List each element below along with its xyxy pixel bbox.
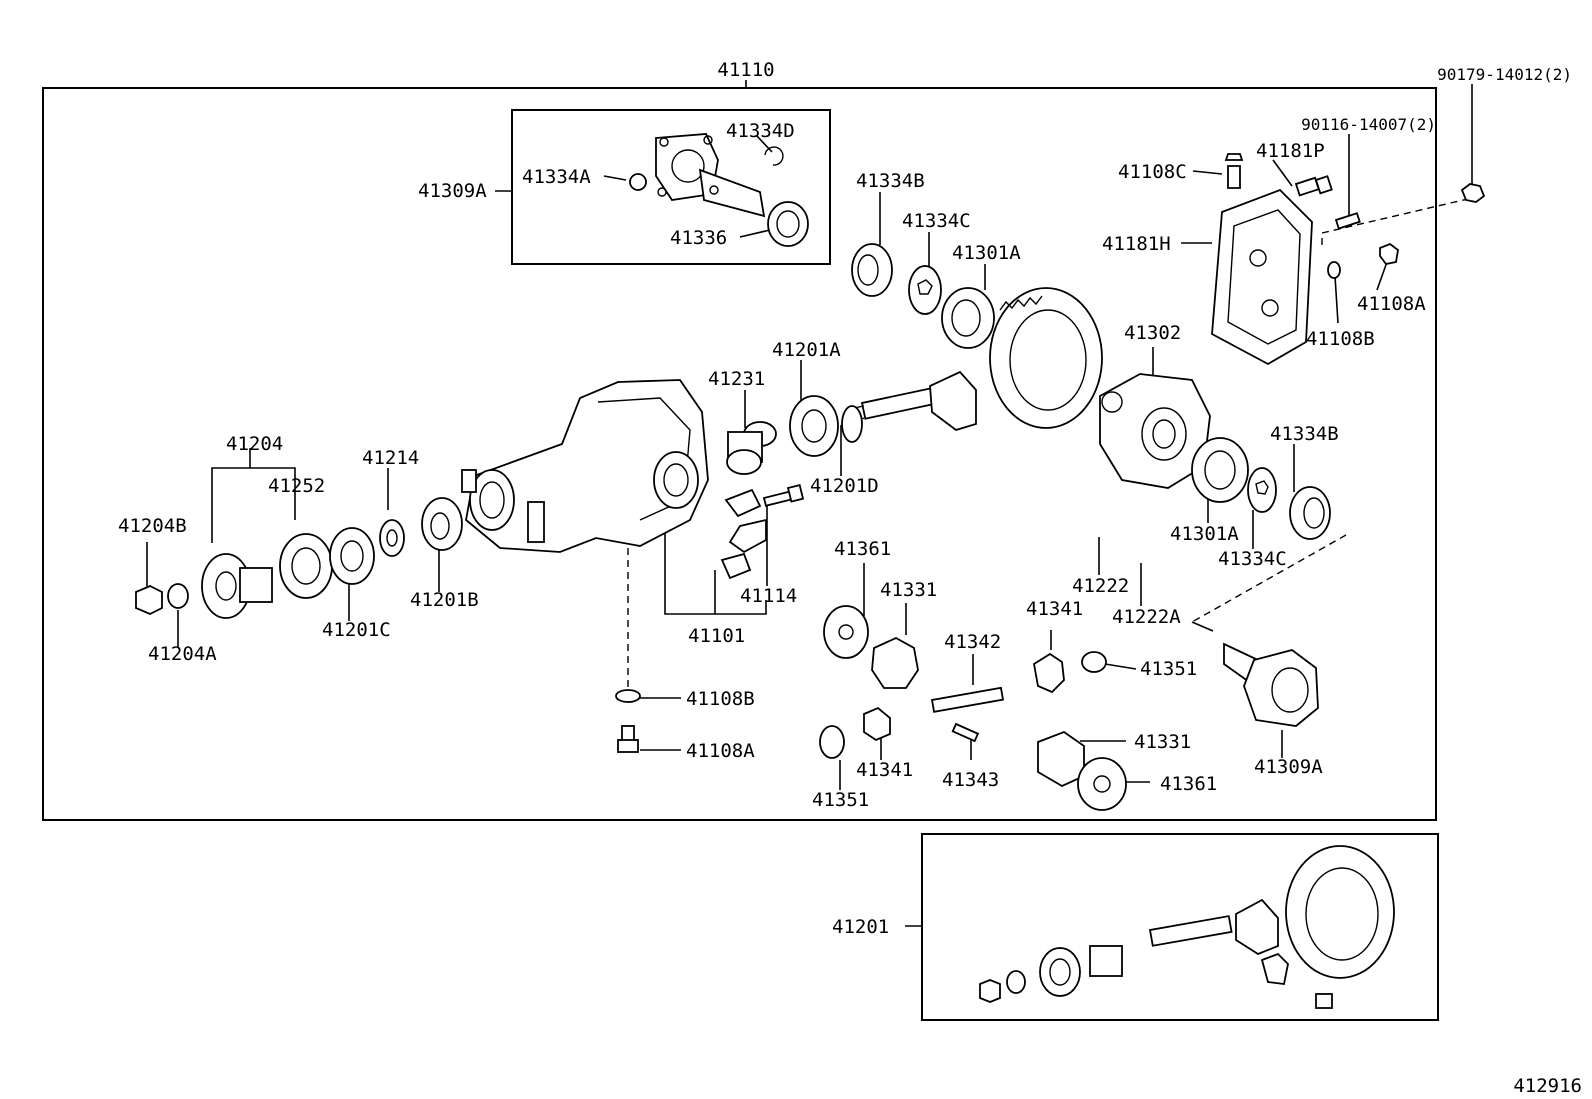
label-41201B: 41201B — [410, 589, 479, 611]
label-41204: 41204 — [226, 433, 283, 455]
label-41110: 41110 — [717, 59, 774, 81]
part-drain-plugs-bottom — [615, 689, 641, 753]
part-ring-gear — [989, 287, 1103, 429]
label-41108A-right: 41108A — [1357, 293, 1426, 315]
callout-labels: 41110 90179-14012(2) 90116-14007(2) 4133… — [118, 59, 1582, 1097]
part-flange-41309A-top — [629, 133, 809, 247]
label-41342: 41342 — [944, 631, 1001, 653]
label-41309A-top: 41309A — [418, 180, 487, 202]
label-41334B-right: 41334B — [1270, 423, 1339, 445]
figure-code: 412916 — [1513, 1075, 1582, 1097]
label-41181H: 41181H — [1102, 233, 1171, 255]
part-carrier-housing — [461, 379, 709, 553]
label-90116-14007: 90116-14007(2) — [1301, 115, 1436, 134]
part-gear-kit-41201 — [979, 845, 1395, 1009]
part-pinion-gears-set — [819, 605, 1127, 811]
label-41309A-right: 41309A — [1254, 756, 1323, 778]
label-41181P: 41181P — [1256, 140, 1325, 162]
label-41331-top: 41331 — [880, 579, 937, 601]
part-flange-41309A-right — [1223, 642, 1319, 727]
leader-lines — [146, 80, 1473, 927]
alignment-dashes — [627, 197, 1473, 690]
label-41108B-bottom: 41108B — [686, 688, 755, 710]
label-41302: 41302 — [1124, 322, 1181, 344]
label-41201-box: 41201 — [832, 916, 889, 938]
main-assembly-frame — [42, 87, 1437, 821]
part-bearing-row-top — [851, 243, 995, 349]
label-41231: 41231 — [708, 368, 765, 390]
label-41201C: 41201C — [322, 619, 391, 641]
label-41201D: 41201D — [810, 475, 879, 497]
label-41336: 41336 — [670, 227, 727, 249]
label-41334C-right: 41334C — [1218, 548, 1287, 570]
label-41222: 41222 — [1072, 575, 1129, 597]
label-41334B-top: 41334B — [856, 170, 925, 192]
label-41252: 41252 — [268, 475, 325, 497]
label-41334C-top: 41334C — [902, 210, 971, 232]
label-41301A-right: 41301A — [1170, 523, 1239, 545]
part-bearing-row-right — [1191, 437, 1331, 540]
label-41351-left: 41351 — [812, 789, 869, 811]
part-front-flange-set — [135, 497, 463, 619]
label-41108B-right: 41108B — [1306, 328, 1375, 350]
label-41204A: 41204A — [148, 643, 217, 665]
label-41108C: 41108C — [1118, 161, 1187, 183]
flange-subassembly-frame — [511, 109, 831, 265]
label-41331-bottom: 41331 — [1134, 731, 1191, 753]
label-41334D: 41334D — [726, 120, 795, 142]
label-41301A-top: 41301A — [952, 242, 1021, 264]
label-41361-bottom: 41361 — [1160, 773, 1217, 795]
part-drive-pinion — [853, 370, 977, 431]
label-41108A-bottom: 41108A — [686, 740, 755, 762]
label-41214: 41214 — [362, 447, 419, 469]
label-41361-top: 41361 — [834, 538, 891, 560]
label-90179-14012: 90179-14012(2) — [1437, 65, 1572, 84]
label-41341-left: 41341 — [856, 759, 913, 781]
label-41334A: 41334A — [522, 166, 591, 188]
part-bearing-caps-41101 — [720, 484, 805, 580]
part-front-bearing-cap — [726, 395, 863, 475]
label-41201A: 41201A — [772, 339, 841, 361]
label-41351-right: 41351 — [1140, 658, 1197, 680]
part-small-hardware-right — [1224, 153, 1486, 279]
part-rear-cover — [1211, 188, 1313, 366]
label-41343: 41343 — [942, 769, 999, 791]
label-41101: 41101 — [688, 625, 745, 647]
label-41222A: 41222A — [1112, 606, 1181, 628]
label-41341-right: 41341 — [1026, 598, 1083, 620]
gear-kit-frame — [921, 833, 1439, 1021]
label-41204B: 41204B — [118, 515, 187, 537]
label-41114: 41114 — [740, 585, 797, 607]
